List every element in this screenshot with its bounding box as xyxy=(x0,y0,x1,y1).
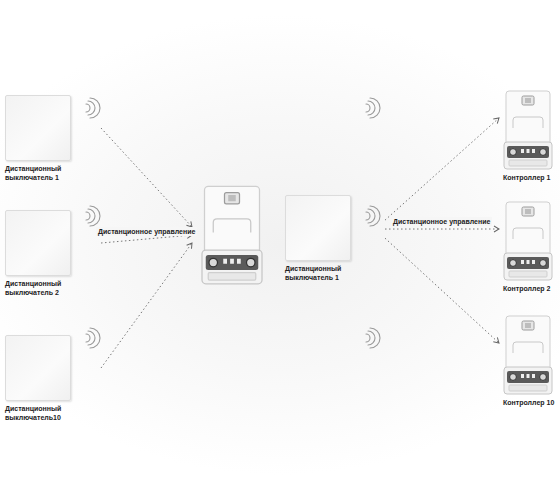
node-label: Дистанционный выключатель 1 xyxy=(285,265,355,283)
remote-switch: Дистанционный выключатель 2 xyxy=(5,210,75,298)
signal-arrow xyxy=(101,243,192,368)
controller xyxy=(196,185,274,285)
controller: Контроллер 1 xyxy=(503,90,559,183)
controller: Контроллер 10 xyxy=(503,315,559,408)
controller-device xyxy=(503,201,553,281)
node-label: Дистанционный выключатель 1 xyxy=(5,165,75,183)
node-label: Дистанционный выключатель 2 xyxy=(5,280,75,298)
signal-arrow xyxy=(385,229,499,230)
node-label: Дистанционный выключатель10 xyxy=(5,405,75,423)
node-label: Контроллер 10 xyxy=(503,399,559,408)
switch-panel xyxy=(5,95,71,161)
wifi-icon xyxy=(366,206,380,226)
signal-arrow xyxy=(101,128,192,227)
remote-switch: Дистанционный выключатель10 xyxy=(5,335,75,423)
controller-device xyxy=(503,90,553,170)
wifi-icon xyxy=(366,98,380,118)
signal-arrow xyxy=(385,118,499,220)
signal-arrow xyxy=(101,235,192,243)
wifi-icon xyxy=(366,328,380,348)
wifi-icon xyxy=(86,206,100,226)
node-label: Контроллер 1 xyxy=(503,174,559,183)
switch-panel xyxy=(285,195,351,261)
edge-label: Дистанционное управление xyxy=(391,217,492,226)
signal-arrow xyxy=(385,238,499,343)
remote-switch: Дистанционный выключатель 1 xyxy=(285,195,355,283)
remote-switch: Дистанционный выключатель 1 xyxy=(5,95,75,183)
controller: Контроллер 2 xyxy=(503,201,559,294)
node-label: Контроллер 2 xyxy=(503,285,559,294)
controller-device xyxy=(503,315,553,395)
switch-panel xyxy=(5,210,71,276)
controller-device xyxy=(196,185,268,285)
wifi-icon xyxy=(86,98,100,118)
edge-label: Дистанционное управление xyxy=(96,227,197,236)
wifi-icon xyxy=(86,328,100,348)
switch-panel xyxy=(5,335,71,401)
